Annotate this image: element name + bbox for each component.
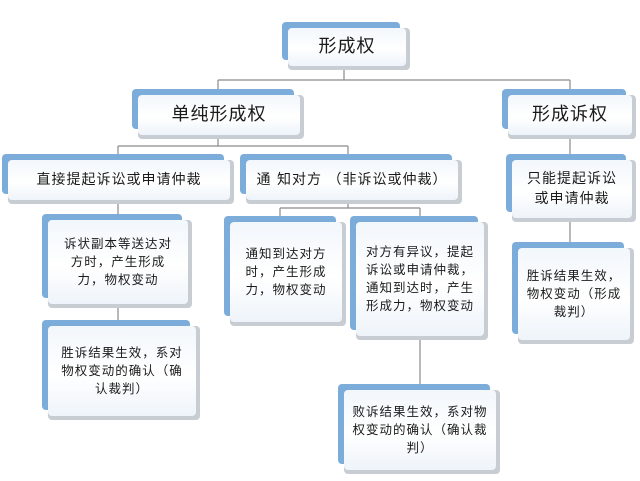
node-label: 胜诉结果生效，系对物权变动的确认（确认裁判） bbox=[61, 344, 183, 397]
node-label: 直接提起诉讼或申请仲裁 bbox=[36, 171, 202, 188]
node-served-copy-effect: 诉状副本等送达对方时，产生形成力，物权变动 bbox=[42, 214, 192, 308]
node-objection-litigation: 对方有异议，提起诉讼或申请仲裁，通知到达时，产生形成力，物权变动 bbox=[350, 216, 488, 340]
node-win-confirmation-judgment: 胜诉结果生效，系对物权变动的确认（确认裁判） bbox=[42, 320, 200, 420]
node-label: 诉状副本等送达对方时，产生形成力，物权变动 bbox=[63, 235, 172, 288]
node-simple-formation-right: 单纯形成权 bbox=[132, 89, 304, 139]
node-label: 只能提起诉讼或申请仲裁 bbox=[527, 170, 617, 207]
node-label: 通知到达对方时，产生形成力，物权变动 bbox=[245, 245, 327, 298]
node-label: 胜诉结果生效，物权变动（形成裁判） bbox=[526, 267, 622, 320]
node-label: 单纯形成权 bbox=[171, 103, 267, 125]
node-label: 败诉结果生效，系对物权变动的确认（确认裁判） bbox=[352, 403, 488, 456]
node-label: 通 知对方 （非诉讼或仲裁） bbox=[256, 171, 448, 188]
node-win-formation-judgment: 胜诉结果生效，物权变动（形成裁判） bbox=[512, 242, 634, 344]
root-label: 形成权 bbox=[318, 35, 376, 57]
node-direct-litigation: 直接提起诉讼或申请仲裁 bbox=[2, 154, 234, 204]
node-notify-other-party: 通 知对方 （非诉讼或仲裁） bbox=[240, 154, 462, 204]
node-label: 形成诉权 bbox=[532, 103, 608, 125]
node-only-litigation: 只能提起诉讼或申请仲裁 bbox=[506, 154, 636, 222]
node-lose-confirmation-judgment: 败诉结果生效，系对物权变动的确认（确认裁判） bbox=[338, 384, 500, 474]
root-node: 形成权 bbox=[282, 22, 410, 70]
node-formation-action-right: 形成诉权 bbox=[502, 89, 636, 139]
node-notice-arrives-effect: 通知到达对方时，产生形成力，物权变动 bbox=[224, 216, 346, 326]
node-label: 对方有异议，提起诉讼或申请仲裁，通知到达时，产生形成力，物权变动 bbox=[365, 243, 474, 314]
